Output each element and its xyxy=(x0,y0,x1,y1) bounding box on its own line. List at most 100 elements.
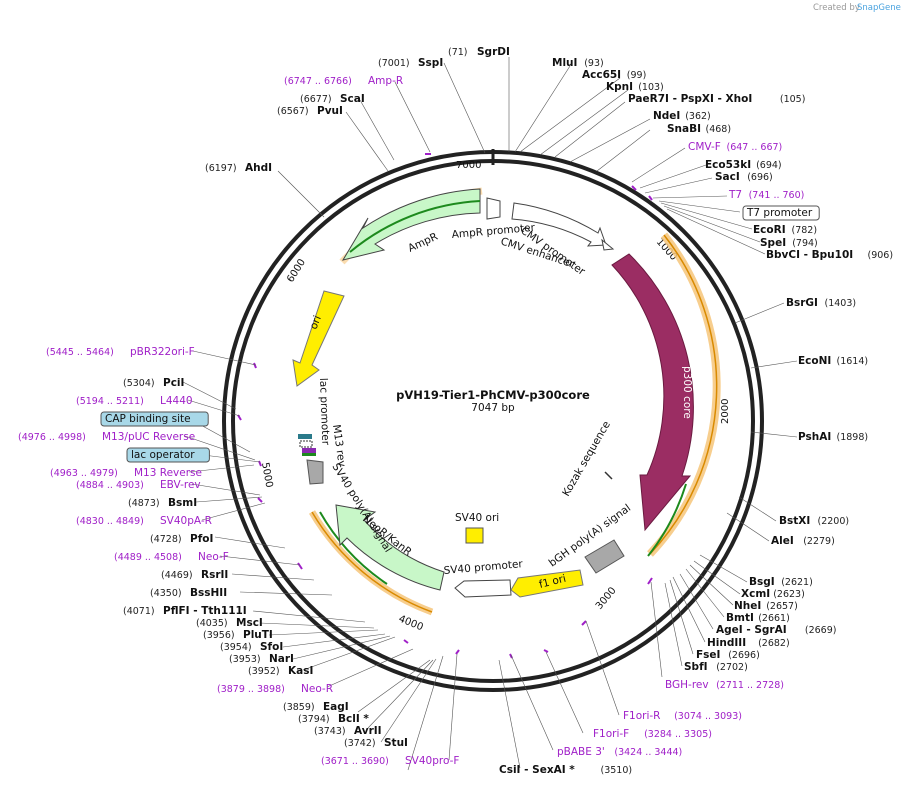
label-name-sgrdi: SgrDI xyxy=(477,46,510,58)
label-name-l4440: L4440 xyxy=(160,395,193,407)
label-name-f1orif: F1ori-F xyxy=(593,728,629,740)
label-pos-ecori: (782) xyxy=(792,225,818,236)
label-name-f1orir: F1ori-R xyxy=(623,710,660,722)
label-saci: (696)SacI xyxy=(715,171,773,183)
feature-sv40-polya[interactable] xyxy=(306,459,324,485)
label-pflfi: (4071)PflFI - Tth111I xyxy=(123,605,247,617)
label-pos-m13rev: (4963 .. 4979) xyxy=(50,468,118,479)
label-pos-ampr-primer: (6747 .. 6766) xyxy=(284,76,352,87)
feature-f1-ori[interactable] xyxy=(510,569,584,598)
label-pos-ahdi: (6197) xyxy=(205,163,237,174)
feature-lacop-mark xyxy=(302,453,316,456)
label-text-lacop: lac operator xyxy=(131,449,195,461)
label-sv40pror: (3671 .. 3690) SV40pro-F xyxy=(321,755,459,767)
label-l4440: (5194 .. 5211)L4440 xyxy=(76,395,193,407)
label-pos-f1orif: (3284 .. 3305) xyxy=(644,729,712,740)
label-pos-eco53ki: (694) xyxy=(756,160,782,171)
label-pos-scai: (6677) xyxy=(300,94,332,105)
label-nhei: (2657)NheI xyxy=(734,600,798,612)
label-kpni: (103)KpnI xyxy=(606,81,664,93)
label-name-ecoNI: EcoNI xyxy=(798,355,831,367)
label-name-csii: CsiI - SexAI * xyxy=(499,764,575,776)
label-name-sfoi: SfoI xyxy=(260,641,283,653)
label-spei: (794)SpeI xyxy=(760,237,818,249)
label-snabi: (468)SnaBI xyxy=(667,123,731,135)
label-bsmi: (4873)BsmI xyxy=(128,497,197,509)
label-t7: (741 .. 760)T7 xyxy=(728,189,804,201)
label-neor: (3879 .. 3898)Neo-R xyxy=(217,683,333,695)
tick-2000: 2000 xyxy=(720,399,731,424)
primer-marks xyxy=(237,153,653,659)
label-cmvf: (647 .. 667)CMV-F xyxy=(688,141,782,153)
label-pos-paer7i: (105) xyxy=(780,94,806,105)
label-group: (71)SgrDI(7001)SspI(6747 .. 6766)Amp-R(6… xyxy=(18,46,893,776)
label-rsrii: (4469)RsrII xyxy=(161,569,228,581)
label-name-pflfi: PflFI - Tth111I xyxy=(163,605,247,617)
label-pos-t7: (741 .. 760) xyxy=(749,190,805,201)
feature-neokan[interactable] xyxy=(335,504,445,591)
label-pos-bcli: (3794) xyxy=(298,714,330,725)
label-name-sv40pror: SV40pro-F xyxy=(405,755,459,767)
orf-band-p300-line xyxy=(649,234,718,555)
label-box-t7prom xyxy=(742,205,820,221)
label-m13rev: M13 rev xyxy=(330,424,348,468)
label-text-cap: CAP binding site xyxy=(105,413,191,425)
label-pos-sv40pror: (3671 .. 3690) xyxy=(321,756,389,767)
label-name-bbvci: BbvCI - Bpu10I xyxy=(766,249,853,261)
label-pos-pshai: (1898) xyxy=(837,432,869,443)
feature-sv40-ori[interactable] xyxy=(465,527,484,544)
tick-4000: 4000 xyxy=(397,614,425,634)
label-name-bsshii: BssHII xyxy=(190,587,227,599)
label-kozak: Kozak sequence xyxy=(560,419,613,498)
label-name-eagi: EagI xyxy=(323,701,349,713)
label-sv40-ori: SV40 ori xyxy=(455,512,499,524)
label-pbr322: (5445 .. 5464) pBR322ori-F xyxy=(46,346,195,358)
label-name-bstxi: BstXI xyxy=(779,515,810,527)
label-pos-bghrev: (2711 .. 2728) xyxy=(716,680,784,691)
neo-orf-line xyxy=(319,511,388,585)
label-pfoi: (4728)PfoI xyxy=(150,533,213,545)
label-sgrdi: (71)SgrDI xyxy=(448,46,510,58)
feature-cmv-enhancer[interactable] xyxy=(511,202,607,247)
label-bbvci: (906)BbvCI - Bpu10I xyxy=(766,249,893,261)
label-stui: (3742)StuI xyxy=(344,737,408,749)
label-pos-pcii: (5304) xyxy=(123,378,155,389)
label-agei: (2669)AgeI - SgrAI xyxy=(716,624,836,636)
label-name-avrii: AvrII xyxy=(354,725,382,737)
label-ori: ori xyxy=(308,314,324,331)
label-ahdi: (6197)AhdI xyxy=(205,162,272,174)
label-name-bcli: BclI * xyxy=(338,713,369,725)
label-pos-pluti: (3956) xyxy=(203,630,235,641)
label-pvui: (6567)PvuI xyxy=(277,105,343,117)
label-pos-bmti: (2661) xyxy=(758,613,790,624)
label-pos-cmvf: (647 .. 667) xyxy=(727,142,783,153)
feature-kozak xyxy=(604,471,613,480)
label-csii: (3510)CsiI - SexAI * xyxy=(499,764,632,776)
feature-ori[interactable] xyxy=(292,290,345,387)
label-name-agei: AgeI - SgrAI xyxy=(716,624,787,636)
label-alei: (2279)AleI xyxy=(771,535,835,547)
label-pos-msci: (4035) xyxy=(196,618,228,629)
feature-p300-core[interactable] xyxy=(611,253,694,532)
label-pcii: (5304)PciI xyxy=(123,377,184,389)
label-name-pshai: PshAI xyxy=(798,431,831,443)
feature-cmv-promoter[interactable] xyxy=(601,238,615,251)
label-pos-avrii: (3743) xyxy=(314,726,346,737)
label-xcmi: (2623)XcmI xyxy=(741,588,805,600)
label-pos-bsshii: (4350) xyxy=(150,588,182,599)
feature-sv40-promoter[interactable] xyxy=(454,579,512,598)
label-ecoNI: (1614)EcoNI xyxy=(798,355,868,367)
label-pos-pbr322: (5445 .. 5464) xyxy=(46,347,114,358)
label-eco53ki: (694)Eco53kI xyxy=(705,159,782,171)
label-pos-snabi: (468) xyxy=(706,124,732,135)
feature-bgh-polya[interactable] xyxy=(584,539,625,574)
label-t7prom: T7 promoter xyxy=(742,205,820,221)
label-name-pbr322: pBR322ori-F xyxy=(130,346,195,358)
label-pos-f1orir: (3074 .. 3093) xyxy=(674,711,742,722)
label-msci: (4035)MscI xyxy=(196,617,263,629)
label-name-rsrii: RsrII xyxy=(201,569,228,581)
label-pos-sspi: (7001) xyxy=(378,58,410,69)
feature-ampr-arrow[interactable] xyxy=(341,188,481,261)
feature-ampr-promoter[interactable] xyxy=(486,197,501,220)
